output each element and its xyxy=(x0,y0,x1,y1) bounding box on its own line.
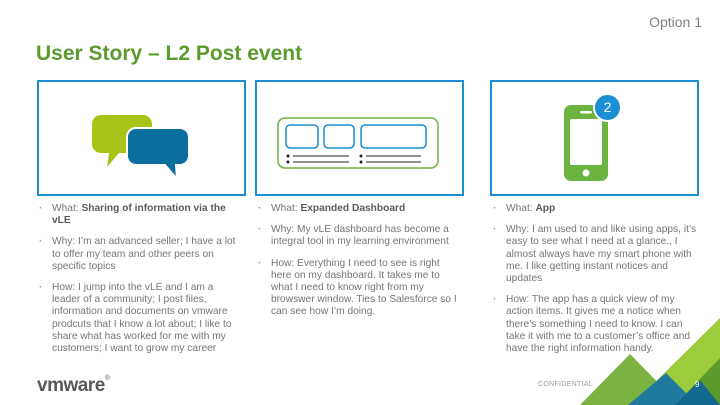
why-item: Why: I’m an advanced seller; I have a lo… xyxy=(38,236,238,273)
dashboard-layout-icon xyxy=(277,117,439,169)
how-item: How: The app has a quick view of my acti… xyxy=(492,294,702,355)
notification-badge: 2 xyxy=(593,93,622,122)
how-item: How: I jump into the vLE and I am a lead… xyxy=(38,282,238,355)
option-label: Option 1 xyxy=(649,14,702,30)
corner-decoration xyxy=(580,318,720,405)
why-item: Why: My vLE dashboard has become a integ… xyxy=(257,224,457,248)
panel-app: 2 xyxy=(490,80,699,196)
confidential-label: CONFIDENTIAL xyxy=(538,381,593,388)
how-item: How: Everything I need to see is right h… xyxy=(257,258,457,319)
column-sharing: What: Sharing of information via the vLE… xyxy=(38,203,238,364)
what-item: What: Expanded Dashboard xyxy=(257,203,457,215)
what-item: What: App xyxy=(492,203,702,215)
column-app: What: App Why: I am used to and like usi… xyxy=(492,203,702,364)
smartphone-notification-icon xyxy=(564,105,608,181)
column-dashboard: What: Expanded Dashboard Why: My vLE das… xyxy=(257,203,457,328)
why-item: Why: I am used to and like using apps, i… xyxy=(492,224,702,285)
panel-dashboard xyxy=(255,80,464,196)
chat-bubbles-icon xyxy=(92,115,190,182)
vmware-logo: vmware® xyxy=(37,375,110,396)
page-number: 9 xyxy=(695,380,700,389)
what-item: What: Sharing of information via the vLE xyxy=(38,203,238,227)
notification-count: 2 xyxy=(603,99,612,115)
panel-sharing xyxy=(37,80,246,196)
page-title: User Story – L2 Post event xyxy=(36,42,303,65)
